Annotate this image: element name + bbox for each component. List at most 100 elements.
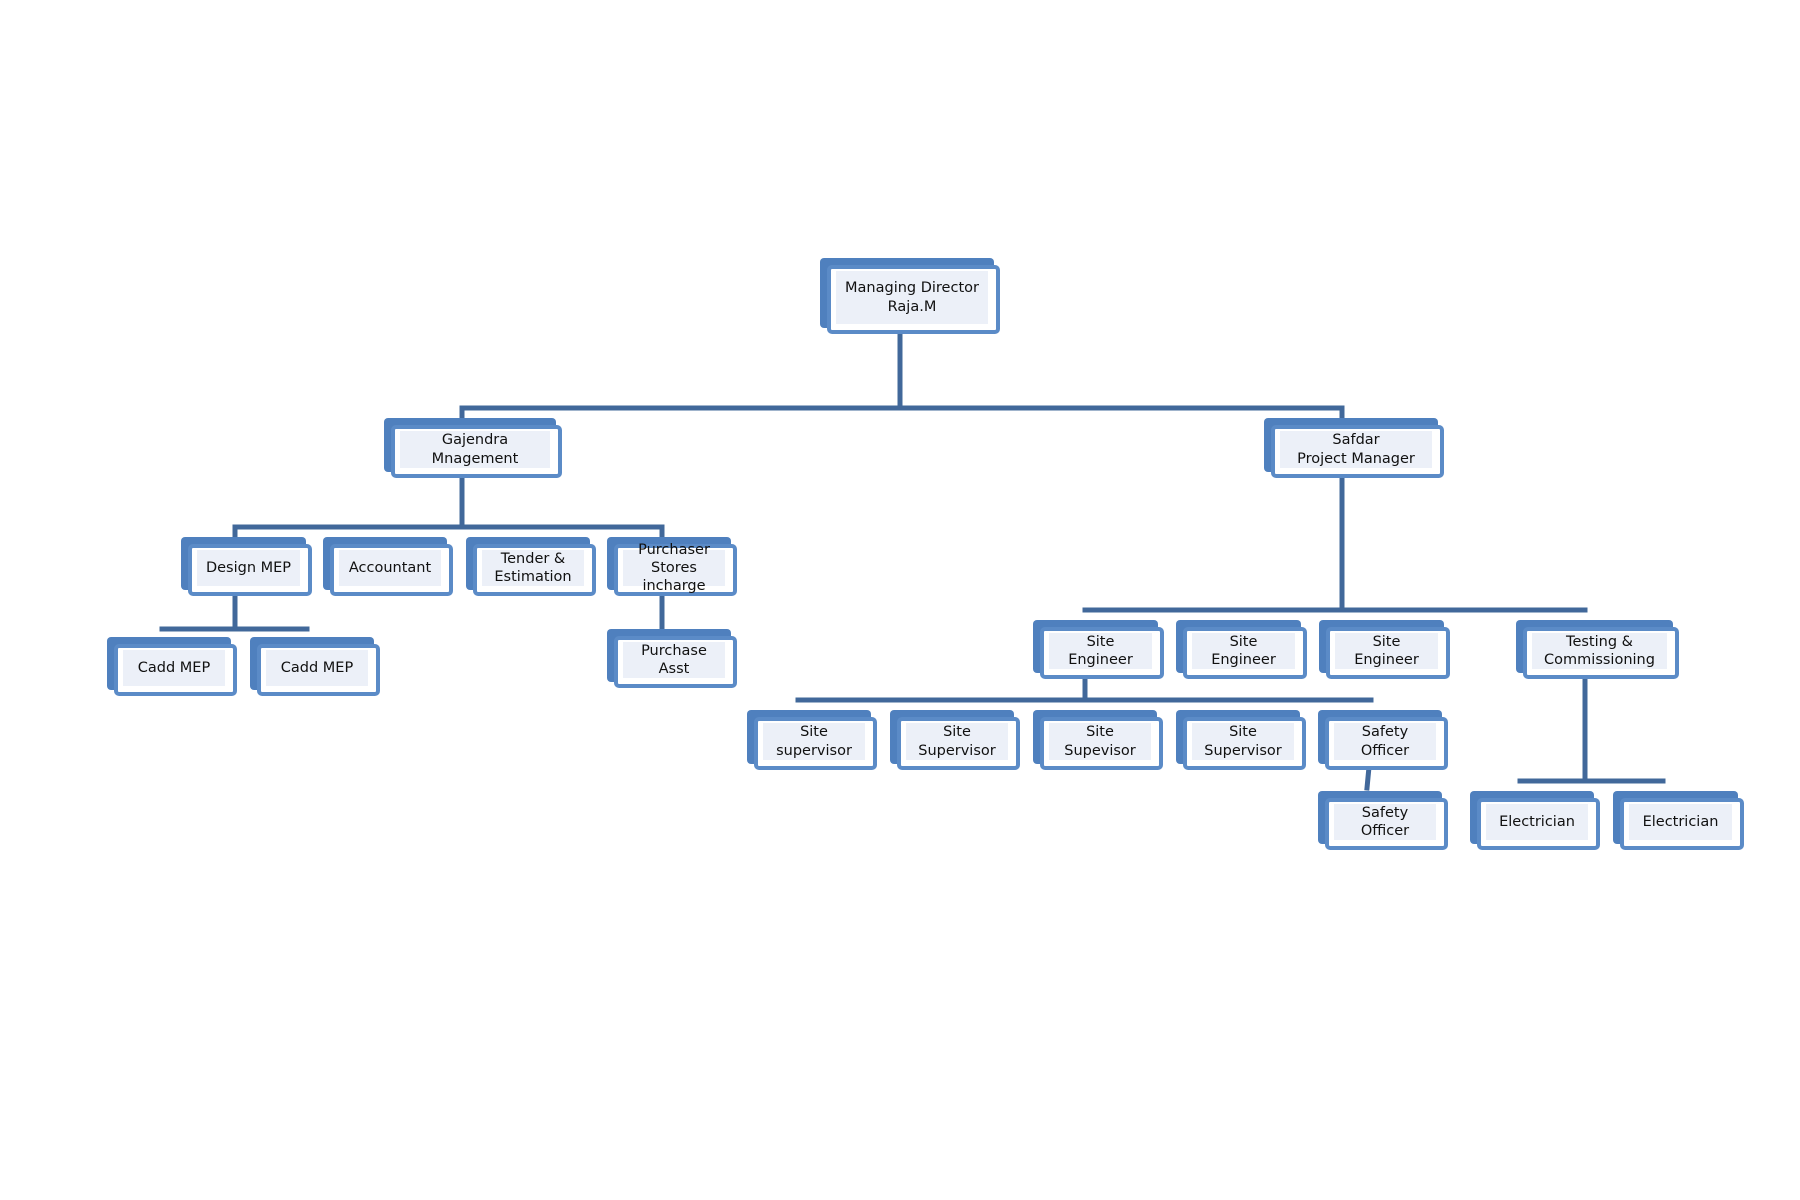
tender-estimation-box: Tender & Estimation [466, 537, 596, 596]
label-line: Testing & [1566, 633, 1633, 650]
label-line: Purchaser [638, 541, 710, 558]
label-line: Supervisor [1204, 742, 1282, 759]
label-line: Gajendra [441, 432, 509, 449]
box-label: Accountant [339, 550, 441, 586]
box-frame: Tender & Estimation [473, 544, 596, 596]
label-line: Project Manager [1297, 450, 1415, 467]
box-label: Electrician [1629, 804, 1732, 840]
box-label: Design MEP [197, 550, 300, 586]
label-line: Cadd MEP [137, 659, 211, 676]
label-line: Engineer [1354, 652, 1419, 668]
label-line: Site [943, 724, 971, 741]
label-line: Officer [1360, 742, 1410, 759]
label-line: Safety [1361, 804, 1409, 821]
label-line: Commissioning [1544, 652, 1655, 668]
box-label: Electrician [1486, 804, 1588, 840]
box-frame: Accountant [330, 544, 453, 596]
label-line: Stores [651, 559, 697, 576]
label-line: Site [800, 724, 828, 741]
label-line: Mnagement [431, 450, 519, 467]
label-line: Tender & [500, 550, 566, 567]
label-line: Estimation [494, 569, 572, 585]
label-line: Managing Director [845, 280, 979, 297]
box-frame: Cadd MEP [257, 644, 380, 696]
label-line: Cadd MEP [280, 659, 354, 676]
box-frame: Testing & Commissioning [1523, 627, 1679, 679]
label-line: Safdar [1332, 432, 1380, 449]
electrician-box: Electrician [1470, 791, 1600, 850]
accountant-box: Accountant [323, 537, 453, 596]
box-label: Tender & Estimation [482, 550, 584, 586]
label-line: Engineer [1068, 652, 1133, 668]
label-line: supervisor [776, 742, 852, 759]
label-line: Site [1372, 633, 1401, 650]
label-line: Supervisor [918, 742, 996, 759]
cadd-mep-box: Cadd MEP [250, 637, 380, 696]
label-line: Safety [1361, 724, 1409, 741]
label-line: Site [1229, 724, 1257, 741]
label-line: Asst [658, 661, 690, 677]
box-frame: Cadd MEP [114, 644, 237, 696]
label-line: Purchase [641, 642, 707, 659]
connector [1364, 764, 1372, 791]
label-line: Accountant [348, 559, 432, 576]
label-line: Engineer [1211, 652, 1276, 668]
cadd-mep-box: Cadd MEP [107, 637, 237, 696]
label-line: Site [1086, 724, 1114, 741]
testing-commissioning-box: Testing & Commissioning [1516, 620, 1679, 679]
label-line: incharge [642, 578, 706, 595]
label-line: Site [1086, 633, 1115, 650]
label-line: Electrician [1642, 813, 1719, 830]
label-line: Design MEP [205, 559, 292, 576]
box-frame: Electrician [1620, 798, 1744, 850]
box-frame: Electrician [1477, 798, 1600, 850]
label-line: Electrician [1499, 813, 1575, 830]
label-line: Officer [1360, 823, 1410, 839]
electrician-box: Electrician [1613, 791, 1744, 850]
label-line: Supevisor [1064, 742, 1136, 759]
label-line: Raja.M [887, 298, 937, 315]
box-label: Cadd MEP [123, 650, 225, 686]
design-mep-box: Design MEP [181, 537, 312, 596]
